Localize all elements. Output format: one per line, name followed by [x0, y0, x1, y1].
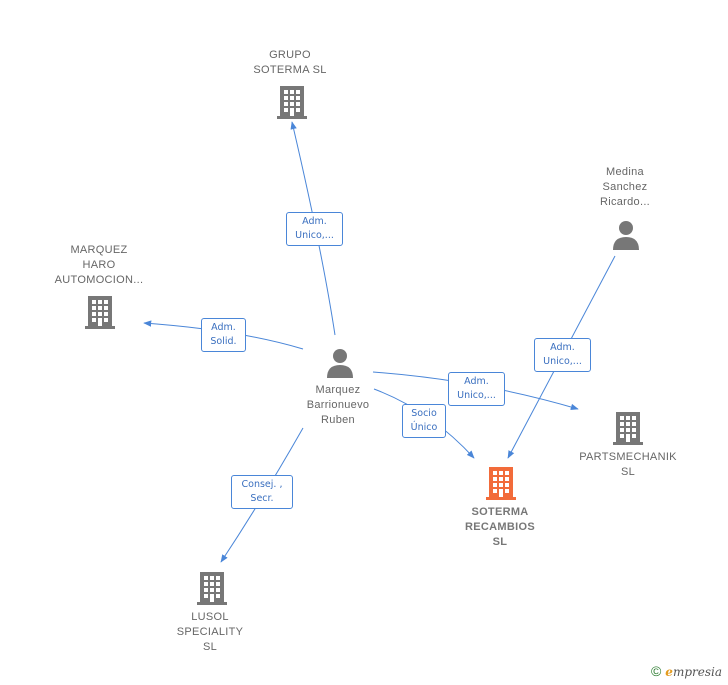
node-soterma-recambios[interactable]: SOTERMA RECAMBIOS SL [450, 505, 550, 550]
edge-badge-to-lusol[interactable]: Consej. , Secr. [231, 475, 293, 509]
building-icon-highlighted [486, 467, 516, 500]
node-label: Marquez Barrionuevo Ruben [306, 384, 370, 426]
node-label: MARQUEZ HARO AUTOMOCION... [54, 244, 144, 286]
building-icon [277, 86, 307, 119]
brand-logo[interactable]: empresia [665, 665, 722, 679]
building-icon [613, 412, 643, 445]
building-icon [85, 296, 115, 329]
node-grupo-soterma[interactable]: GRUPO SOTERMA SL [240, 48, 340, 78]
node-medina-sanchez[interactable]: Medina Sanchez Ricardo... [575, 165, 675, 210]
edge-badge-to-soterma-socio[interactable]: Socio Único [402, 404, 446, 438]
edge-badge-to-partsmechanik[interactable]: Adm. Unico,... [448, 372, 505, 406]
edge-badge-to-marquez-haro[interactable]: Adm. Solid. [201, 318, 246, 352]
person-icon [613, 221, 639, 250]
person-icon [327, 349, 353, 378]
building-icon [197, 572, 227, 605]
node-label: SOTERMA RECAMBIOS SL [465, 506, 535, 548]
edge-badge-to-grupo[interactable]: Adm. Unico,... [286, 212, 343, 246]
node-lusol-speciality[interactable]: LUSOL SPECIALITY SL [160, 610, 260, 655]
node-marquez-barrionuevo[interactable]: Marquez Barrionuevo Ruben [288, 383, 388, 428]
node-label: PARTSMECHANIK SL [579, 451, 677, 478]
node-label: Medina Sanchez Ricardo... [599, 166, 651, 208]
node-label: LUSOL SPECIALITY SL [176, 611, 244, 653]
copyright-icon: © [650, 663, 662, 679]
node-label: GRUPO SOTERMA SL [253, 49, 327, 76]
node-marquez-haro[interactable]: MARQUEZ HARO AUTOMOCION... [44, 243, 154, 288]
node-partsmechanik[interactable]: PARTSMECHANIK SL [573, 450, 683, 480]
edge-badge-medina-to-soterma[interactable]: Adm. Unico,... [534, 338, 591, 372]
copyright-footer: ©empresia [651, 663, 722, 679]
